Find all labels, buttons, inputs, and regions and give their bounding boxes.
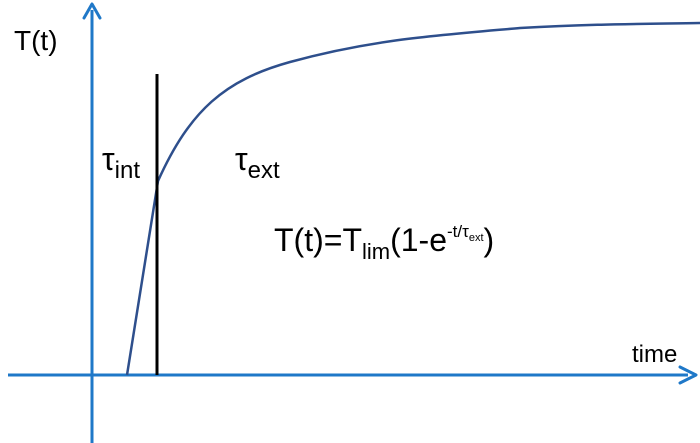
tau-ext-symbol: τ [235,141,248,177]
tau-ext-label: τext [235,141,280,184]
formula-close: ) [484,222,495,258]
tau-ext-subscript: ext [248,157,280,184]
y-axis-label: T(t) [14,25,58,56]
formula-exponent-prefix: -t/ [447,222,462,241]
formula-exponent-tau: τ [462,222,469,241]
formula-exponent-tau-subscript: ext [469,232,484,244]
temperature-curve [125,21,700,376]
tau-int-symbol: τ [102,141,115,177]
saturation-formula: T(t)=Tlim(1-e-t/τext) [274,222,494,264]
formula-lim-subscript: lim [362,239,390,264]
x-axis-label: time [632,341,677,368]
tau-int-label: τint [102,141,140,184]
tau-int-subscript: int [115,157,141,184]
y-axis-arrowhead [82,2,102,20]
formula-lhs: T(t)=T [274,222,362,258]
x-axis-arrowhead [678,365,698,385]
formula-body: (1-e [390,222,447,258]
